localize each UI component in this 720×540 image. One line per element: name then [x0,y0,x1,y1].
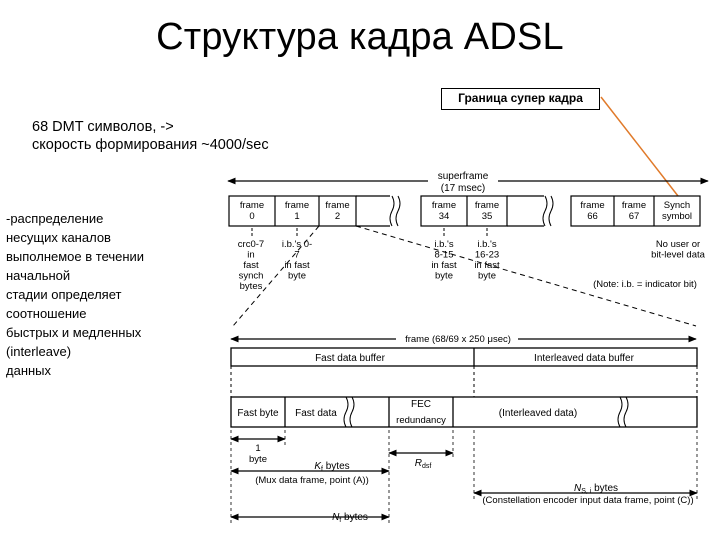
zoom-line-right [355,225,697,327]
interleaved-data-buffer-label: Interleaved data buffer [534,353,635,364]
frame-cell-label: symbol [662,211,692,222]
fast-data-buffer-label: Fast data buffer [315,353,386,364]
frame-1-note: byte [288,271,306,282]
frame-cell-label: frame [622,200,646,211]
frame-35-note: i.b.'s [477,239,496,250]
frame-cell-label: Synch [664,200,690,211]
frame-cell-label: frame [432,200,456,211]
frame-row-break [542,195,548,227]
frame-cell-label: frame [475,200,499,211]
slide-title: Структура кадра ADSL [156,16,564,58]
constellation-frame-label: (Constellation encoder input data frame,… [482,495,693,506]
frame-34-note: i.b.'s [434,239,453,250]
note-left-line: выполнемое в течении [6,249,145,264]
frame-cell-label: frame [325,200,349,211]
frame-group-end [570,195,701,227]
mux-row-break [617,396,623,428]
kf-bytes-label: Kf bytes [314,461,349,473]
dmt-symbols-note: 68 DMT символов, -> скорость формировани… [32,118,269,154]
frame-34-note: byte [435,271,453,282]
indicator-bit-note: (Note: i.b. = indicator bit) [593,279,697,290]
frame-gap [544,193,570,229]
note-top-line-2: скорость формирования ~4000/sec [32,137,269,153]
rdsf-label: Rdsf [415,458,432,470]
nf-bytes-label: Nf bytes [332,512,368,524]
frame-1-note: 7 [294,250,299,261]
frame-0-note: crc0-7 [238,239,264,250]
frame-1-note: i.b.'s 0- [282,239,312,250]
note-left-line: данных [6,363,52,378]
frame-row-break [395,195,401,227]
frame-row-break [389,195,395,227]
frame-group-middle [420,195,508,227]
mux-row-break [349,396,355,428]
fec-cell: FEC [411,399,431,410]
ns-bytes-label: NS, i bytes [574,483,618,495]
frame-35-note: 16-23 [475,250,499,261]
one-byte-label: byte [249,454,267,465]
frame-duration-label: frame (68/69 x 250 μsec) [405,334,511,345]
frame-cell-label: 67 [629,211,640,222]
frame-duration-label-bg [396,330,518,346]
frame-cell-label: frame [285,200,309,211]
frame-34-note: in fast [431,260,457,271]
frame-34-note: 8-15 [434,250,453,261]
frame-cell-label: 1 [294,211,299,222]
frame-0-note: bytes [240,281,263,292]
one-byte-label: 1 [255,443,260,454]
superframe-label: (17 msec) [441,183,485,194]
mux-row-break [623,396,629,428]
note-left-line: соотношение [6,306,87,321]
mux-frame-row [230,396,698,428]
superframe-label: superframe [438,171,489,182]
fast-byte-cell: Fast byte [237,408,279,419]
frame-cell-label: 34 [439,211,450,222]
mux-row-break [343,396,349,428]
frame-cell-label: 35 [482,211,493,222]
fec-cell: redundancy [396,415,446,426]
note-left-line: (interleave) [6,344,72,359]
frame-row-break [548,195,554,227]
frame-cell-label: 2 [335,211,340,222]
frame-cell-label: frame [240,200,264,211]
frame-1-note: in fast [284,260,310,271]
frame-cell-label: frame [580,200,604,211]
note-top-line-1: 68 DMT символов, -> [32,119,174,135]
note-left-line: несущих каналов [6,230,111,245]
frame-group-start [228,195,357,227]
note-left-line: -распределение [6,211,104,226]
frame-35-note: byte [478,271,496,282]
note-left-line: быстрых и медленных [6,325,142,340]
frame-cell-label: 0 [249,211,254,222]
carrier-distribution-note: -распределение несущих каналов выполнемо… [6,209,144,380]
fast-data-cell: Fast data [295,408,337,419]
frame-0-note: synch [239,271,264,282]
note-left-line: начальной [6,268,71,283]
synch-symbol-note: No user or [656,239,700,250]
frame-35-note: in fast [474,260,500,271]
mux-data-frame-label: (Mux data frame, point (A)) [255,475,369,486]
frame-0-note: fast [243,260,259,271]
zoom-line-left [232,225,320,327]
frame-cell-label: 66 [587,211,598,222]
interleaved-data-cell: (Interleaved data) [499,408,577,419]
frame-gap [390,193,420,229]
note-left-line: стадии определяет [6,287,122,302]
synch-symbol-note: bit-level data [651,250,706,261]
frame-0-note: in [247,250,254,261]
buffer-row [230,347,698,367]
superframe-label-bg [428,170,498,194]
superframe-boundary-callout: Граница супер кадра [441,88,600,110]
